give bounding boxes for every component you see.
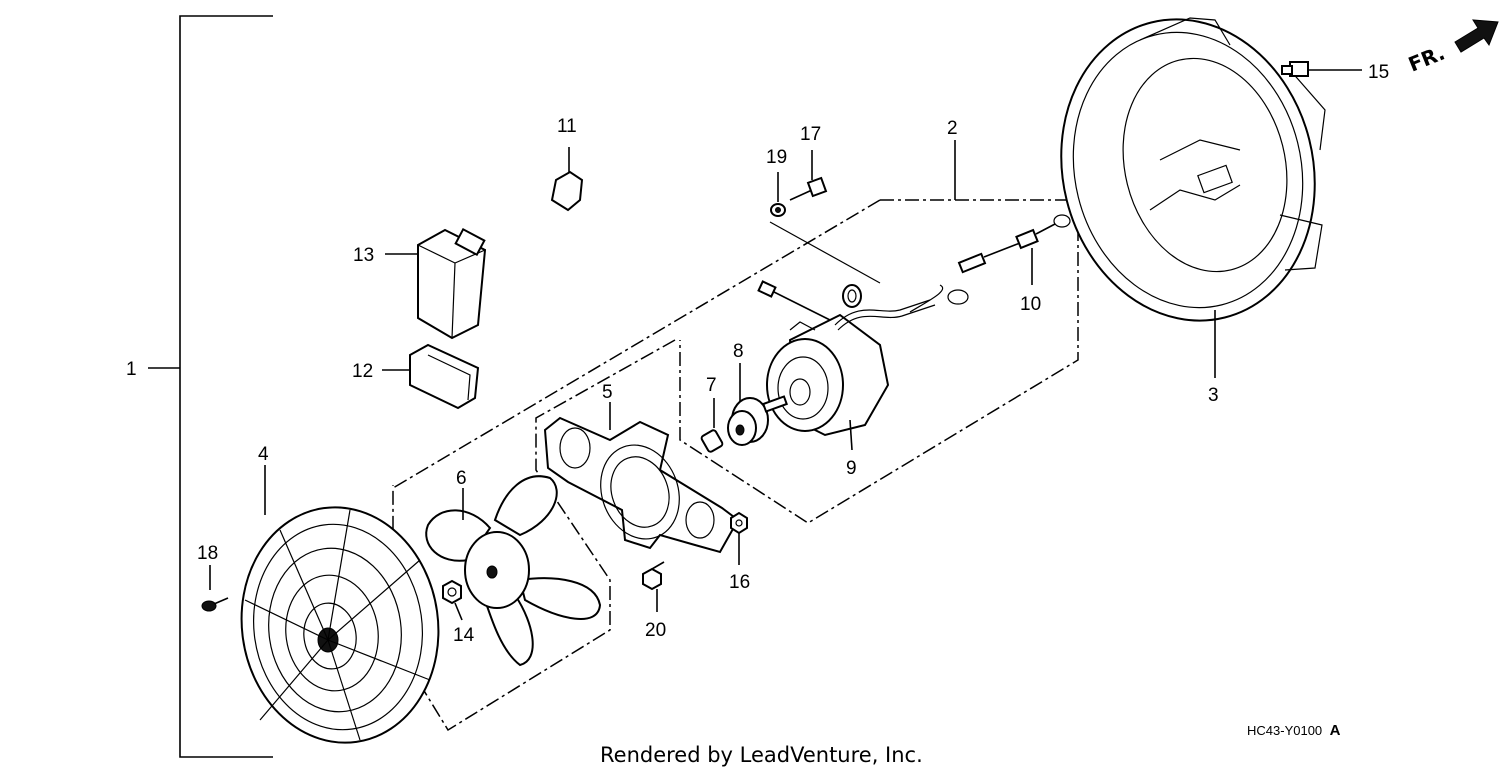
callout-leaders	[264, 140, 1216, 515]
fan-group-outline	[392, 339, 676, 732]
diagram-code-suffix: A	[1330, 722, 1341, 739]
relay-holder-12	[382, 343, 480, 410]
bolt-20	[642, 561, 665, 612]
callout-4: 4	[258, 444, 269, 465]
callout-13: 13	[353, 245, 374, 266]
fan-motor	[762, 313, 890, 451]
callout-1: 1	[126, 359, 137, 380]
callout-3: 3	[1208, 385, 1219, 406]
grommet	[842, 284, 862, 308]
callout-20: 20	[645, 620, 666, 641]
callout-11: 11	[557, 116, 577, 137]
callout-10: 10	[1020, 294, 1041, 315]
nut-14	[442, 579, 463, 621]
callout-18: 18	[197, 543, 218, 564]
callout-16: 16	[729, 572, 750, 593]
callout-2: 2	[947, 118, 958, 139]
bolt-15	[1281, 61, 1362, 77]
connector-10	[957, 214, 1071, 285]
callout-6: 6	[456, 468, 467, 489]
callout-19: 19	[766, 147, 787, 168]
relay-13	[385, 227, 487, 340]
callout-5: 5	[602, 382, 613, 403]
front-direction-label: FR.	[1405, 41, 1448, 77]
diagram-code-number: HC43-Y0100	[1247, 723, 1322, 738]
callout-7: 7	[706, 375, 717, 396]
screw-17	[789, 150, 828, 201]
screw-leader-lines	[769, 221, 881, 284]
callout-14: 14	[453, 625, 475, 646]
callout-8: 8	[733, 341, 744, 362]
bushing-8	[727, 363, 769, 446]
callout-9: 9	[846, 458, 857, 479]
callout-15: 15	[1368, 62, 1389, 83]
callout-numbers: 1 2 3 4 5 6 7 8 9 10 11 12 13 14 15 16 1…	[126, 62, 1389, 646]
motor-group-outline	[392, 199, 1079, 524]
diagram-code: HC43-Y0100 A	[1247, 722, 1341, 739]
clip-11	[550, 147, 584, 212]
motor-bracket-plate	[543, 402, 740, 554]
assembly-bracket	[148, 15, 273, 758]
fan-blade	[425, 475, 602, 667]
fan-guard	[240, 506, 440, 744]
fan-shroud	[1060, 17, 1326, 322]
nut-16	[730, 511, 748, 565]
callout-12: 12	[352, 361, 373, 382]
front-direction-arrow	[1454, 19, 1499, 53]
callout-17: 17	[800, 124, 821, 145]
rendered-by-footer: Rendered by LeadVenture, Inc.	[600, 743, 923, 767]
washer-19	[770, 172, 786, 217]
collar-7	[700, 398, 724, 453]
motor-wiring	[757, 280, 969, 331]
screw-18	[201, 565, 229, 612]
